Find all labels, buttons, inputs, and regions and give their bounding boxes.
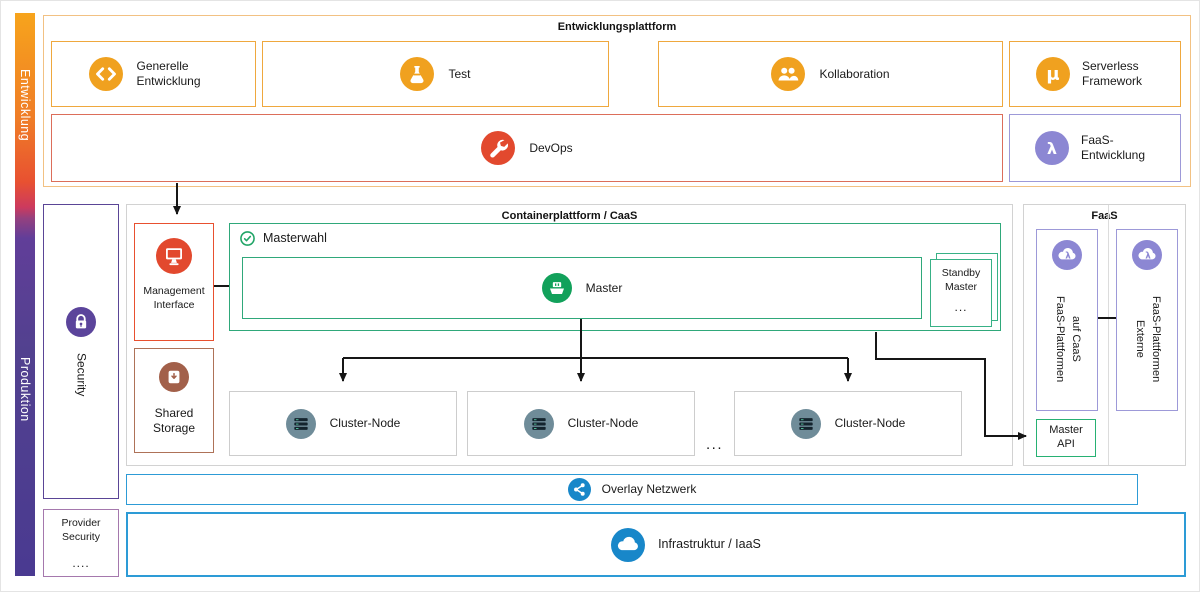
produktion-phase-label: Produktion (18, 357, 32, 422)
test-label: Test (448, 66, 471, 81)
cluster-node-ellipsis: ... (705, 435, 723, 453)
externe-faas-label: Externe FaaS-Plattformen (1134, 295, 1162, 383)
faas-entwicklung-label: FaaS-Entwicklung (1081, 133, 1146, 162)
people-icon (771, 57, 806, 91)
standby-master-dots: ... (954, 300, 968, 315)
masterwahl-label: Masterwahl (263, 231, 327, 245)
security-box: Security (43, 204, 119, 499)
faas-plattform-caas-box: λ FaaS-Plattformen auf CaaS (1036, 229, 1098, 411)
shared-storage-label: Shared Storage (152, 406, 196, 435)
server-icon (790, 408, 821, 439)
svg-text:λ: λ (1065, 252, 1071, 262)
devops-box: DevOps (51, 114, 1003, 182)
provider-security-label: Provider Security (61, 517, 101, 543)
kollaboration-label: Kollaboration (819, 66, 890, 81)
storage-icon (159, 362, 189, 392)
faas-divider (1108, 205, 1109, 465)
test-box: Test (262, 41, 609, 107)
serverless-framework-label: Serverless Framework (1082, 59, 1143, 88)
check-circle-icon (240, 231, 255, 247)
cloud-lambda-icon: λ (1052, 240, 1082, 270)
ship-icon (541, 273, 572, 303)
overlay-netzwerk-label: Overlay Netzwerk (601, 482, 697, 496)
cluster-node-label: Cluster-Node (834, 416, 906, 430)
master-api-label: Master API (1049, 424, 1083, 450)
provider-security-dots: .... (72, 556, 90, 570)
monitor-icon (156, 238, 192, 274)
provider-security-box: Provider Security .... (43, 509, 119, 577)
cloud-lambda-icon: λ (1132, 240, 1162, 270)
lambda-icon: λ (1035, 131, 1069, 165)
entwicklung-phase-label: Entwicklung (18, 69, 32, 142)
master-label: Master (585, 280, 623, 295)
cluster-node-box-2: Cluster-Node (467, 391, 695, 456)
security-label: Security (74, 352, 89, 397)
infrastruktur-label: Infrastruktur / IaaS (658, 536, 761, 551)
generelle-entwicklung-box: Generelle Entwicklung (51, 41, 256, 107)
svg-text:μ: μ (1046, 64, 1059, 85)
faas-plattform-caas-label: FaaS-Plattformen auf CaaS (1054, 295, 1082, 383)
server-icon (285, 408, 316, 439)
svg-text:λ: λ (1145, 252, 1151, 262)
masterwahl-box: Masterwahl Master Standby Master ... (229, 223, 1001, 331)
share-network-icon (567, 478, 591, 501)
code-icon (88, 57, 123, 91)
faas-entwicklung-box: λ FaaS-Entwicklung (1009, 114, 1181, 182)
devops-label: DevOps (529, 140, 573, 155)
master-api-box: Master API (1036, 419, 1096, 457)
lock-icon (66, 306, 96, 337)
generelle-entwicklung-label: Generelle Entwicklung (136, 59, 201, 88)
entwicklungsplattform-title: Entwicklungsplattform (557, 21, 677, 33)
faas-title: FaaS (1091, 210, 1118, 222)
lifecycle-gradient-bar: Entwicklung Produktion (15, 13, 35, 576)
cluster-node-box-1: Cluster-Node (229, 391, 457, 456)
externe-faas-box: λ Externe FaaS-Plattformen (1116, 229, 1178, 411)
shared-storage-box: Shared Storage (134, 348, 214, 453)
master-box: Master (242, 257, 922, 319)
management-interface-box: Management Interface (134, 223, 214, 341)
cloud-icon (611, 527, 646, 562)
caas-title: Containerplattform / CaaS (501, 210, 638, 222)
server-icon (523, 408, 554, 439)
overlay-netzwerk-box: Overlay Netzwerk (126, 474, 1138, 505)
svg-text:λ: λ (1047, 139, 1057, 158)
cluster-node-label: Cluster-Node (567, 416, 639, 430)
mu-icon: μ (1036, 57, 1070, 91)
standby-master-box: Standby Master ... (930, 259, 992, 327)
serverless-framework-box: μ Serverless Framework (1009, 41, 1181, 107)
management-interface-label: Management Interface (143, 285, 205, 311)
kollaboration-box: Kollaboration (658, 41, 1003, 107)
cluster-node-label: Cluster-Node (329, 416, 401, 430)
wrench-icon (481, 131, 516, 165)
flask-icon (400, 57, 435, 91)
cluster-node-box-3: Cluster-Node (734, 391, 962, 456)
standby-master-label: Standby Master (941, 267, 981, 293)
infrastruktur-box: Infrastruktur / IaaS (126, 512, 1186, 577)
